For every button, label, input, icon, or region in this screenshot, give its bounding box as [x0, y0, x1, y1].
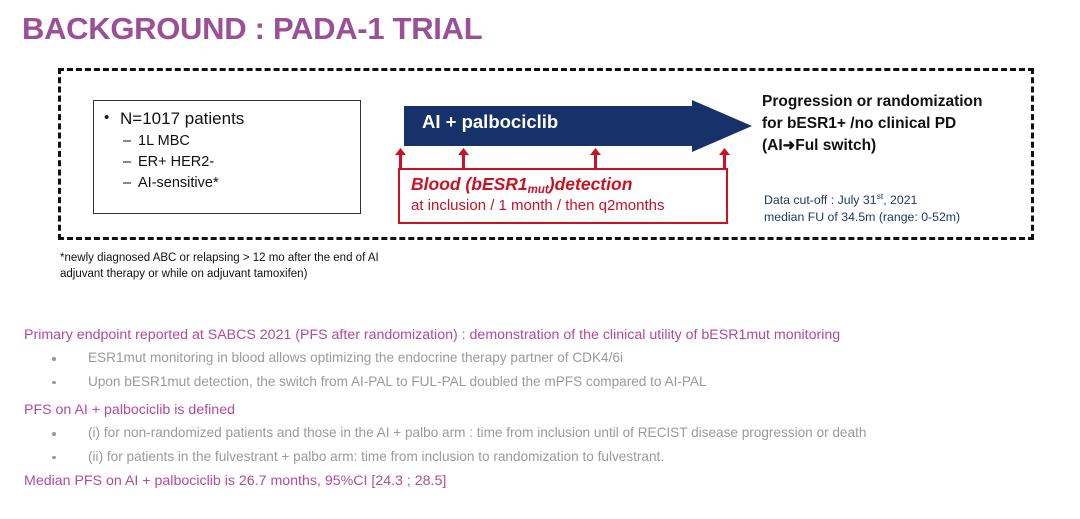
narrative-block: Primary endpoint reported at SABCS 2021 …: [24, 325, 1064, 492]
narrative-bullet: (i) for non-randomized patients and thos…: [24, 423, 1064, 443]
population-sub-bullet: –AI-sensitive*: [104, 173, 360, 194]
population-sub-bullet: –ER+ HER2-: [104, 152, 360, 173]
narrative-median-pfs: Median PFS on AI + palbociclib is 26.7 m…: [24, 473, 447, 490]
narrative-bullet: (ii) for patients in the fulvestrant + p…: [24, 447, 1064, 467]
median-followup-line: median FU of 34.5m (range: 0-52m): [764, 210, 961, 225]
right-arrow-icon: [404, 100, 752, 152]
outcome-switch-line: (AI➜Ful switch): [762, 137, 877, 154]
narrative-heading-primary-endpoint: Primary endpoint reported at SABCS 2021 …: [24, 327, 841, 343]
detection-tick-arrow-icon: [590, 148, 601, 170]
right-arrow-glyph-icon: ➜: [782, 137, 796, 154]
outcome-line: Progression or randomization: [762, 93, 983, 110]
footnote: *newly diagnosed ABC or relapsing > 12 m…: [60, 250, 530, 283]
detection-tick-arrow-icon: [395, 148, 406, 170]
narrative-bullet: ESR1mut monitoring in blood allows optim…: [24, 348, 1064, 368]
treatment-arrow: AI + palbociclib: [404, 100, 752, 152]
outcome-line: for bESR1+ /no clinical PD: [762, 115, 957, 132]
footnote-line: *newly diagnosed ABC or relapsing > 12 m…: [60, 252, 379, 264]
footnote-line: adjuvant therapy or while on adjuvant ta…: [60, 268, 308, 281]
population-sub-bullet: –1L MBC: [104, 131, 360, 152]
narrative-bullet: Upon bESR1mut detection, the switch from…: [24, 372, 1064, 392]
bullet-dot-icon: •: [104, 109, 110, 126]
data-cutoff-line: Data cut-off : July 31st, 2021: [764, 191, 918, 208]
detection-tick-arrow-icon: [458, 148, 469, 170]
page-title: BACKGROUND : PADA-1 TRIAL: [22, 11, 483, 46]
population-main-bullet: •N=1017 patients: [104, 109, 245, 128]
data-cutoff-block: Data cut-off : July 31st, 2021 median FU…: [764, 191, 1032, 226]
dash-icon: –: [123, 132, 132, 149]
trial-schema-frame: [58, 68, 1034, 240]
detection-schedule: at inclusion / 1 month / then q2months: [411, 196, 665, 214]
dash-icon: –: [123, 174, 132, 191]
detection-box: Blood (bESR1mut)detection at inclusion /…: [398, 168, 728, 224]
dash-icon: –: [123, 153, 132, 170]
population-box: •N=1017 patients –1L MBC –ER+ HER2- –AI-…: [93, 100, 361, 214]
detection-tick-arrow-icon: [719, 148, 730, 170]
outcome-block: Progression or randomization for bESR1+ …: [762, 91, 1030, 157]
treatment-arrow-label: AI + palbociclib: [422, 111, 559, 132]
detection-title: Blood (bESR1mut)detection: [411, 174, 633, 196]
narrative-heading-pfs-definition: PFS on AI + palbociclib is defined: [24, 402, 235, 419]
